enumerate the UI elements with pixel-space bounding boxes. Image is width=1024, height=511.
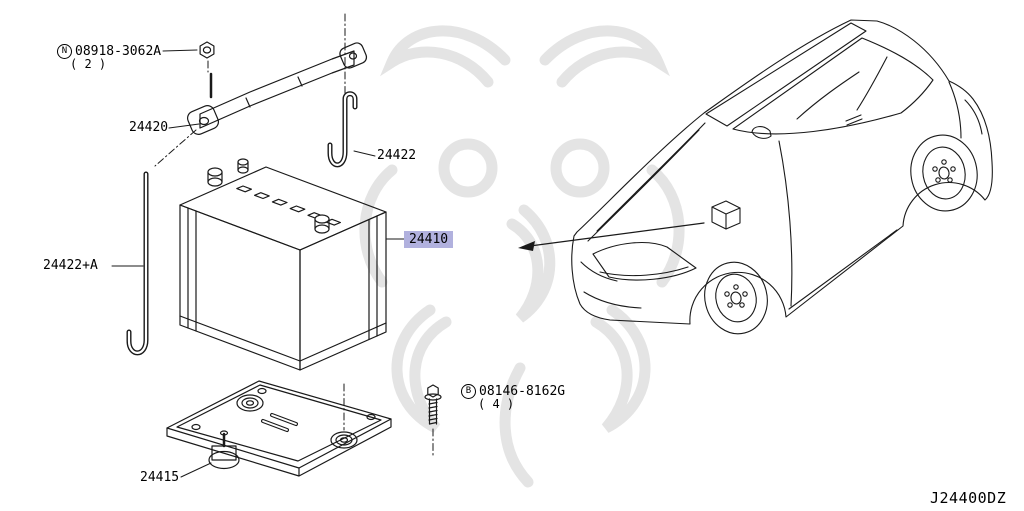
- diagram-code: J24400DZ: [930, 489, 1007, 507]
- tray-part-number-text: 24415: [140, 470, 180, 485]
- car-illustration: [571, 19, 993, 335]
- nut-label[interactable]: N 08918-3062A: [57, 44, 161, 59]
- bolt-part-number-text: 08146-8162G: [479, 384, 566, 399]
- rear-wheel: [910, 134, 978, 212]
- battery-part-number-text: 24410: [409, 232, 449, 247]
- watermark: [359, 25, 685, 488]
- tray-label[interactable]: 24415: [140, 471, 179, 484]
- bracket-label[interactable]: 24420: [129, 121, 168, 134]
- nut-part-number-text: 08918-3062A: [75, 44, 162, 59]
- bolt-badge-icon: B: [461, 384, 476, 399]
- battery-tray-illustration: [166, 380, 392, 477]
- leader-lines: [111, 49, 405, 478]
- bolt-icon: [424, 384, 442, 425]
- long-hook-rod-illustration: [126, 171, 149, 356]
- front-wheel: [704, 261, 768, 335]
- bolt-qty: ( 4 ): [478, 397, 515, 411]
- hook-rod-label[interactable]: 24422: [377, 149, 416, 162]
- hook-rod-illustration: [327, 91, 358, 168]
- location-arrow: [518, 222, 705, 251]
- battery-illustration: [179, 158, 387, 371]
- hold-down-bracket-illustration: [187, 42, 368, 135]
- bracket-part-number-text: 24420: [129, 120, 169, 135]
- battery-part-number[interactable]: 24410: [404, 231, 454, 248]
- bolt-label[interactable]: B 08146-8162G: [461, 384, 565, 399]
- battery-location-box: [711, 200, 741, 230]
- nut-qty: ( 2 ): [70, 57, 107, 71]
- construction-lines: [154, 13, 434, 457]
- hook-rod-part-number-text: 24422: [377, 148, 417, 163]
- long-hook-rod-label[interactable]: 24422+A: [43, 259, 98, 272]
- long-hook-rod-part-number-text: 24422+A: [43, 258, 98, 273]
- nut-icon: [199, 41, 215, 59]
- nut-badge-icon: N: [57, 44, 72, 59]
